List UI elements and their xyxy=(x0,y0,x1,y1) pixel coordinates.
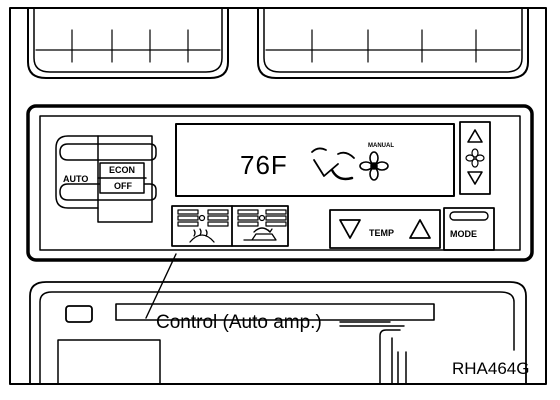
triangle-up-icon xyxy=(409,219,431,239)
fan-icon xyxy=(359,151,389,181)
vent-airflow-icon xyxy=(311,147,355,181)
triangle-down-icon xyxy=(467,171,483,185)
temp-label: TEMP xyxy=(369,228,395,238)
recirculation-icon xyxy=(243,227,277,241)
rear-defroster-icon xyxy=(189,228,215,243)
mode-button-shape xyxy=(443,207,495,251)
fan-speed-switch xyxy=(459,121,491,195)
control-panel xyxy=(26,104,534,262)
econ-label: ECON xyxy=(109,165,136,175)
figure-frame xyxy=(9,7,547,385)
auto-label: AUTO xyxy=(63,174,89,184)
upper-vents xyxy=(27,7,529,79)
callout-leader xyxy=(145,253,405,327)
display-temperature: 76F xyxy=(240,150,288,180)
lower-console xyxy=(29,281,527,385)
mode-label: MODE xyxy=(450,229,477,239)
temp-rocker xyxy=(329,209,441,249)
auto-econ-off-cluster xyxy=(55,135,157,223)
off-label: OFF xyxy=(114,181,132,191)
triangle-down-icon xyxy=(339,219,361,239)
lcd-display xyxy=(175,123,455,197)
defrost-recirc-buttons xyxy=(171,205,289,247)
fan-icon xyxy=(465,148,485,168)
manual-label: MANUAL xyxy=(368,143,394,149)
callout-text: Control (Auto amp.) xyxy=(156,312,322,333)
triangle-up-icon xyxy=(467,129,483,143)
figure-code: RHA464G xyxy=(452,359,530,378)
